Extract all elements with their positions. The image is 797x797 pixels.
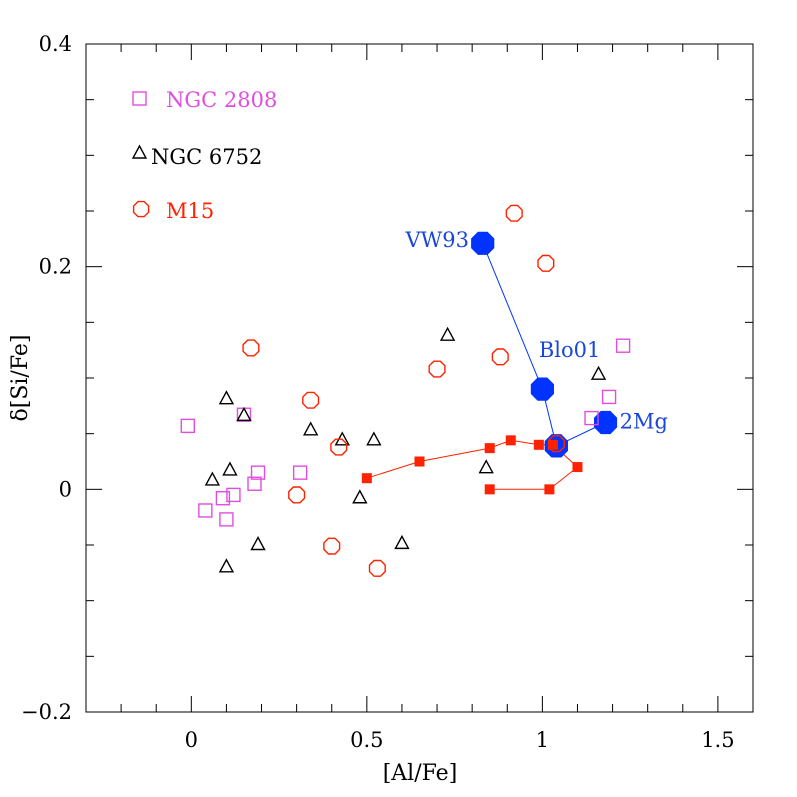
y-tick-label: 0.4	[39, 32, 72, 56]
x-tick-label: 0.5	[350, 728, 383, 752]
data-point-m15	[242, 339, 260, 357]
x-tick-label: 1	[536, 728, 549, 752]
legend: NGC 2808 NGC 6752 M15	[131, 88, 277, 223]
model-point-red	[544, 484, 555, 495]
data-points	[180, 204, 631, 577]
data-point-ngc2808	[236, 407, 252, 422]
data-point-ngc2808	[584, 410, 599, 426]
data-point-ngc2808	[219, 512, 234, 527]
legend-marker-m15	[132, 200, 150, 218]
model-point-blue	[530, 377, 554, 401]
x-tick-label: 0	[185, 728, 198, 752]
model-point-blue	[471, 231, 495, 255]
model-point-red	[484, 443, 495, 454]
data-point-ngc6752	[394, 534, 410, 550]
legend-marker-ngc6752	[131, 144, 148, 159]
model-point-red	[572, 462, 583, 473]
data-point-ngc6752	[439, 326, 456, 341]
data-point-m15	[323, 537, 341, 555]
data-point-ngc6752	[352, 489, 368, 504]
legend-label-m15: M15	[166, 199, 214, 223]
data-point-ngc6752	[478, 459, 494, 474]
data-point-ngc2808	[198, 503, 213, 518]
legend-marker-ngc2808	[132, 91, 147, 106]
data-point-ngc2808	[250, 465, 266, 480]
data-point-ngc2808	[180, 418, 196, 434]
data-point-ngc6752	[250, 536, 266, 551]
legend-label-ngc6752: NGC 6752	[151, 145, 262, 169]
data-point-ngc6752	[222, 461, 238, 476]
y-tick-label: −0.2	[21, 700, 72, 724]
data-point-m15	[505, 204, 523, 222]
model-point-red	[414, 456, 425, 467]
y-tick-label: 0.2	[39, 255, 72, 279]
data-point-m15	[368, 559, 386, 577]
annotation-2mg: 2Mg	[620, 409, 668, 433]
data-point-ngc6752	[204, 471, 221, 486]
data-point-m15	[547, 435, 565, 453]
annotation-vw93: VW93	[404, 228, 468, 252]
data-point-ngc6752	[302, 421, 319, 436]
data-point-ngc6752	[590, 365, 607, 380]
data-point-ngc6752	[366, 431, 382, 446]
data-point-ngc2808	[215, 491, 231, 506]
data-point-ngc2808	[247, 476, 262, 491]
data-point-m15	[330, 438, 348, 456]
data-point-ngc6752	[218, 390, 235, 405]
model-point-red	[484, 484, 495, 495]
model-point-red	[505, 435, 516, 446]
model-point-red	[361, 473, 372, 484]
data-point-ngc6752	[218, 558, 235, 573]
axis-ticks	[85, 43, 754, 713]
data-point-ngc2808	[292, 465, 308, 480]
x-tick-label: 1.5	[701, 728, 734, 752]
data-point-m15	[491, 348, 509, 366]
y-tick-label: 0	[59, 477, 72, 501]
data-point-ngc2808	[601, 389, 617, 405]
model-point-red	[533, 439, 544, 450]
model-point-blue	[594, 410, 618, 435]
x-axis-label: [Al/Fe]	[383, 761, 458, 786]
data-point-ngc2808	[615, 338, 631, 353]
data-point-ngc6752	[236, 406, 252, 422]
model-point-red	[547, 439, 558, 450]
data-point-m15	[288, 486, 306, 504]
data-point-m15	[302, 391, 320, 409]
data-point-ngc2808	[226, 487, 241, 503]
model-tracks	[361, 231, 618, 495]
data-point-m15	[428, 360, 446, 378]
y-axis-label: δ[Si/Fe]	[8, 334, 33, 421]
data-point-m15	[537, 254, 555, 272]
annotation-blo01: Blo01	[539, 338, 601, 362]
tick-labels: 0 0.5 1 1.5 −0.2 0 0.2 0.4	[21, 32, 735, 752]
legend-label-ngc2808: NGC 2808	[166, 88, 277, 112]
